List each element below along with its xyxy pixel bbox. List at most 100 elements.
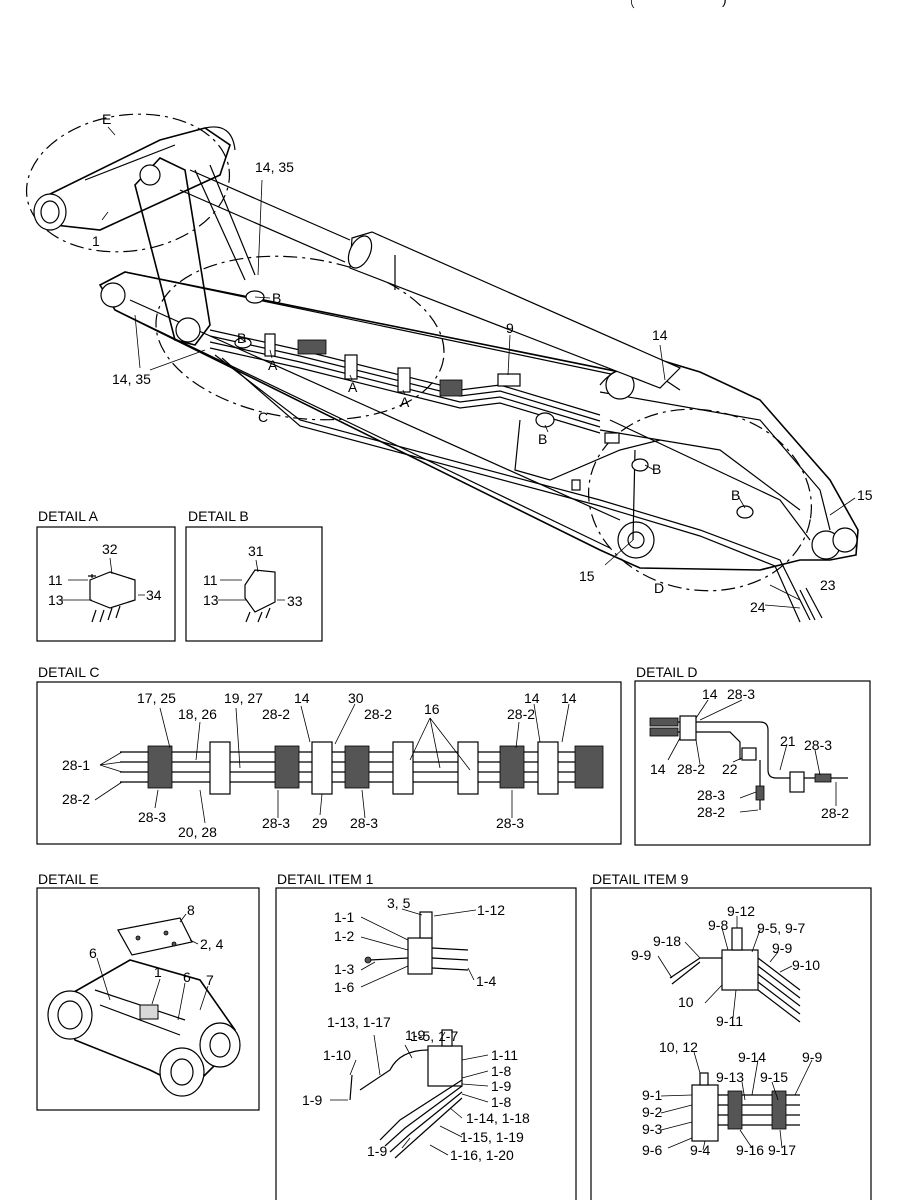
detail-b-frame bbox=[185, 526, 323, 642]
boom-main-view: E 1 14, 35 B B A A A 14, 35 C 9 14 B B B… bbox=[25, 111, 873, 623]
hose-ends-23-24 bbox=[799, 587, 823, 621]
item1-1-15-1-19: 1-15, 1-19 bbox=[460, 1129, 524, 1145]
link-pin-bottom bbox=[175, 317, 201, 343]
callout-15-right: 15 bbox=[857, 487, 873, 503]
callout-14-35-top: 14, 35 bbox=[255, 159, 294, 175]
detail-item9-frame bbox=[590, 887, 872, 1200]
detail-d-leaders bbox=[667, 699, 837, 813]
detail-d-14b: 14 bbox=[650, 761, 666, 777]
detail-b-31: 31 bbox=[248, 543, 264, 559]
detail-b-11: 11 bbox=[203, 572, 218, 588]
clamp-b4 bbox=[631, 458, 649, 472]
detail-d-frame bbox=[634, 680, 871, 846]
clamp-a-body bbox=[89, 571, 136, 609]
detail-d-28-3c: 28-3 bbox=[697, 787, 725, 803]
arm-detail-line bbox=[84, 144, 176, 181]
detail-c-28-3a: 28-3 bbox=[138, 809, 166, 825]
callout-b5: B bbox=[731, 487, 740, 503]
circle-c bbox=[155, 255, 445, 421]
detail-e-block bbox=[139, 1004, 159, 1020]
item9-9-12: 9-12 bbox=[727, 903, 755, 919]
detail-c-fittings-right bbox=[574, 745, 604, 789]
detail-d: DETAIL D 14 28-3 14 28-2 22 21 28-3 28-3… bbox=[634, 664, 871, 846]
hose-4 bbox=[209, 347, 601, 434]
callout-23: 23 bbox=[820, 577, 836, 593]
detail-c-fittings-3 bbox=[344, 745, 370, 789]
detail-item-1: DETAIL ITEM 1 3, 5 1-12 1-1 1-2 1-3 1-6 … bbox=[275, 871, 577, 1200]
item1-1-13-1-17: 1-13, 1-17 bbox=[327, 1014, 391, 1030]
detail-c-fittings-left bbox=[147, 745, 173, 789]
item1-lower-stem bbox=[441, 1029, 453, 1047]
detail-d-fit-1 bbox=[649, 717, 679, 727]
item9-9-14: 9-14 bbox=[738, 1049, 766, 1065]
boom-nose-lower bbox=[609, 419, 811, 541]
item1-1-9d: 1-9 bbox=[367, 1143, 387, 1159]
detail-e-leaders bbox=[96, 913, 209, 1021]
item9-9-4: 9-4 bbox=[690, 1142, 710, 1158]
arm-pin-inner bbox=[40, 200, 60, 224]
detail-c-14a: 14 bbox=[294, 690, 310, 706]
clamp-b2 bbox=[234, 337, 252, 349]
item1-lower-pipe bbox=[349, 1074, 353, 1101]
clamp-b-body bbox=[244, 569, 276, 613]
item9-upper-pipe-2 bbox=[671, 961, 701, 985]
clamp-a2 bbox=[344, 354, 358, 380]
link-pin-top bbox=[139, 164, 161, 186]
callout-14: 14 bbox=[652, 327, 668, 343]
item1-upper-lever bbox=[369, 957, 409, 961]
callout-b3: B bbox=[538, 431, 547, 447]
clamp-b-legs bbox=[245, 607, 271, 623]
item9-9-9c: 9-9 bbox=[802, 1049, 822, 1065]
item9-lower-fit-1 bbox=[727, 1090, 743, 1130]
item1-1-8a: 1-8 bbox=[491, 1063, 511, 1079]
detail-d-hose-upper bbox=[650, 721, 848, 779]
detail-d-fit-3 bbox=[814, 773, 832, 783]
detail-c-14c: 14 bbox=[561, 690, 577, 706]
detail-e-7: 7 bbox=[206, 972, 214, 988]
detail-c-clamp-2 bbox=[392, 741, 414, 795]
detail-d-28-2b: 28-2 bbox=[697, 804, 725, 820]
callout-a3: A bbox=[400, 394, 410, 410]
detail-e-bolt-1 bbox=[135, 935, 141, 941]
item9-9-15: 9-15 bbox=[760, 1069, 788, 1085]
item9-9-8: 9-8 bbox=[708, 917, 728, 933]
callout-b4: B bbox=[652, 461, 661, 477]
detail-item-9: DETAIL ITEM 9 9-12 9-8 9-5, 9-7 9-18 9-9… bbox=[590, 871, 872, 1200]
detail-a-leaders bbox=[62, 557, 145, 601]
detail-c-frame bbox=[36, 681, 622, 845]
item1-1-3: 1-3 bbox=[334, 961, 354, 977]
detail-e-2-4: 2, 4 bbox=[200, 936, 224, 952]
item1-leaders bbox=[330, 908, 489, 1156]
block-9 bbox=[497, 373, 521, 387]
item1-1-9a: 1-9 bbox=[405, 1027, 425, 1043]
header-fragment: ) bbox=[722, 0, 727, 7]
item1-1-14-1-18: 1-14, 1-18 bbox=[466, 1110, 530, 1126]
callout-e: E bbox=[102, 111, 111, 127]
item9-9-18: 9-18 bbox=[653, 933, 681, 949]
detail-a-frame bbox=[36, 526, 176, 642]
detail-e-plate bbox=[117, 917, 193, 956]
item9-9-5-9-7: 9-5, 9-7 bbox=[757, 920, 805, 936]
item1-1-1: 1-1 bbox=[334, 909, 354, 925]
detail-d-fit-2 bbox=[649, 727, 679, 737]
detail-c-leaders bbox=[94, 703, 570, 824]
detail-c-28-2d: 28-2 bbox=[62, 791, 90, 807]
item1-1-4: 1-4 bbox=[476, 973, 496, 989]
item1-lower-hoses bbox=[379, 1079, 463, 1159]
detail-item9-title: DETAIL ITEM 9 bbox=[592, 871, 689, 887]
clamp-b3 bbox=[535, 412, 555, 428]
detail-e-frame bbox=[36, 887, 260, 1111]
detail-b: DETAIL B 31 11 13 33 bbox=[185, 508, 323, 642]
callout-a1: A bbox=[268, 357, 278, 373]
arm-link bbox=[40, 127, 231, 231]
detail-c-19-27: 19, 27 bbox=[224, 690, 263, 706]
detail-e-6a: 6 bbox=[89, 945, 97, 961]
detail-a-32: 32 bbox=[102, 541, 118, 557]
callout-a2: A bbox=[348, 379, 358, 395]
boom-tip-pin-b bbox=[832, 527, 858, 553]
detail-c-28-3b: 28-3 bbox=[262, 815, 290, 831]
item9-9-16: 9-16 bbox=[736, 1142, 764, 1158]
clamp-a-bolt bbox=[88, 574, 96, 578]
item1-upper-hoses bbox=[431, 947, 469, 971]
item9-upper-hoses bbox=[757, 957, 801, 1023]
